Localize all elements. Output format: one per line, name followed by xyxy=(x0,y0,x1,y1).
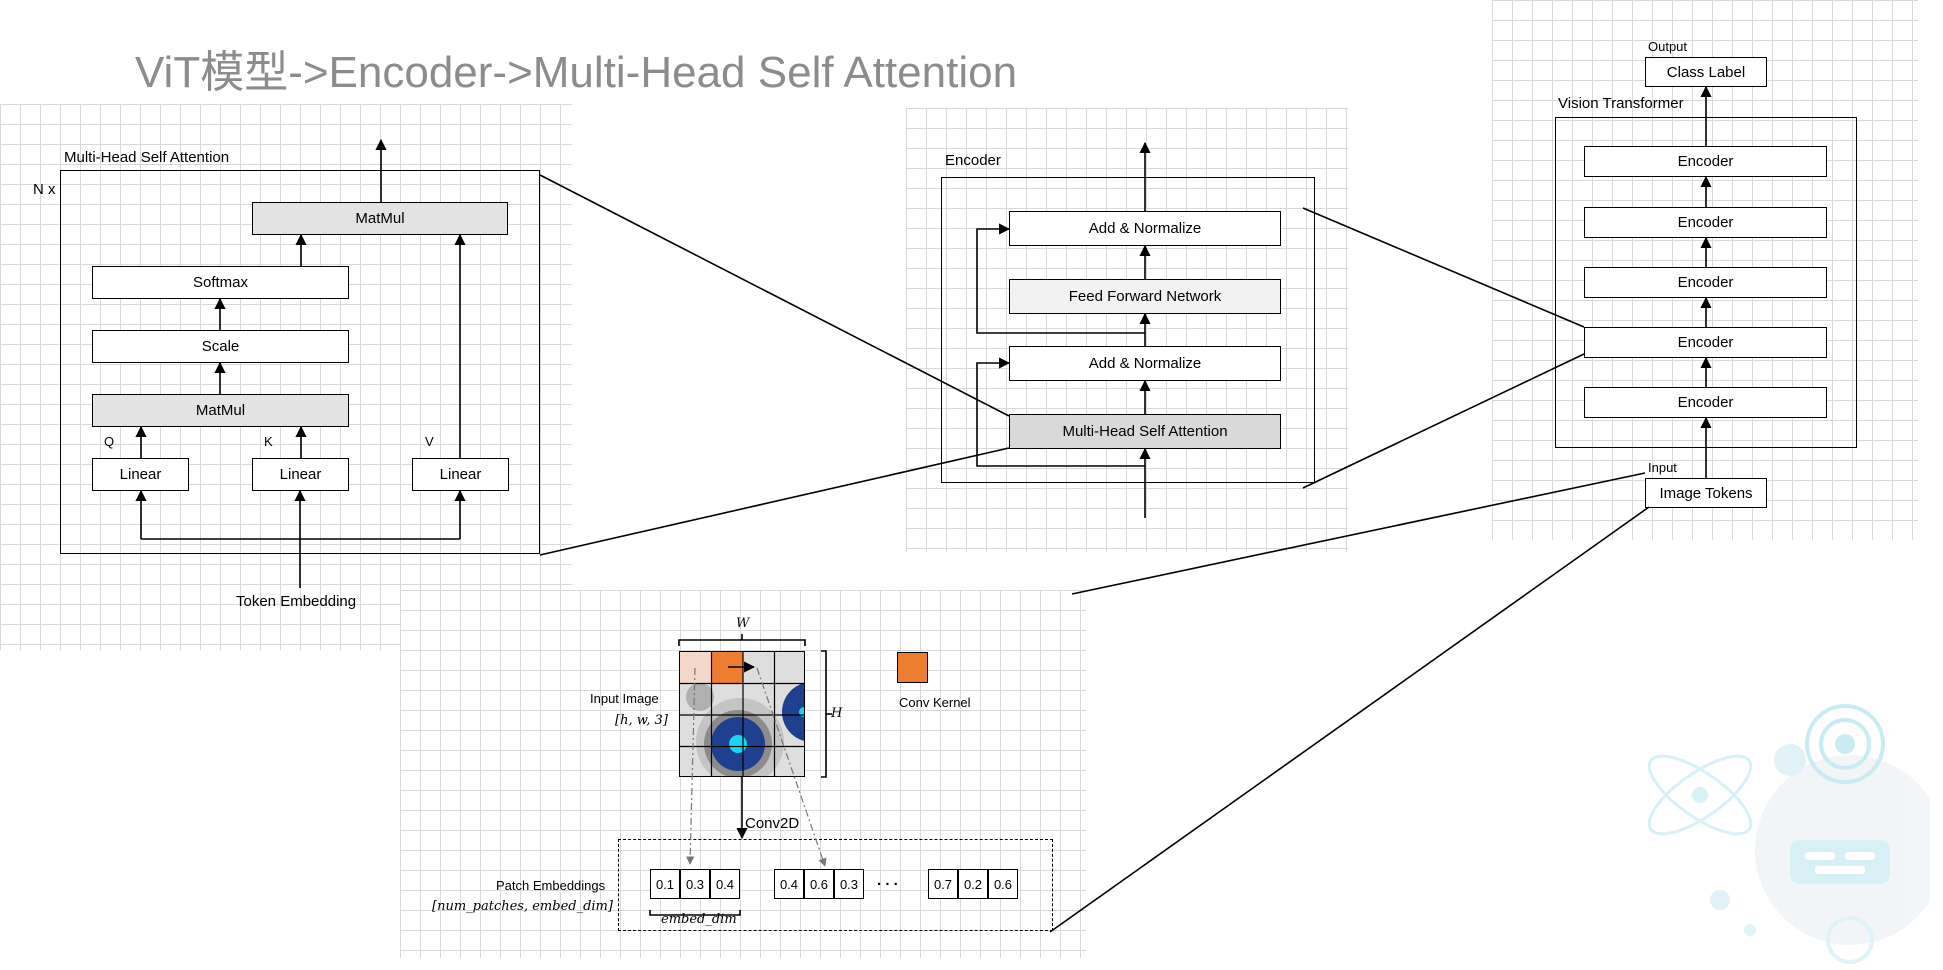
embedding-cell: 0.6 xyxy=(988,869,1018,899)
scale-box: Scale xyxy=(92,330,349,363)
embedding-cell: 0.1 xyxy=(650,869,680,899)
k-label: K xyxy=(264,434,273,449)
vit-encoder-4-box: Encoder xyxy=(1584,327,1827,358)
width-label: W xyxy=(736,616,750,631)
image-tokens-box: Image Tokens xyxy=(1645,478,1767,508)
matmul-bottom-box: MatMul xyxy=(92,394,349,427)
encoder-mhsa-box: Multi-Head Self Attention xyxy=(1009,414,1281,449)
matmul-top-box: MatMul xyxy=(252,202,508,235)
robot-watermark xyxy=(1647,704,1930,964)
embedding-cell: 0.2 xyxy=(958,869,988,899)
embedding-cell: 0.7 xyxy=(928,869,958,899)
input-shape-label: [h, w, 3] xyxy=(615,713,668,728)
height-label: H xyxy=(831,706,843,721)
output-caption: Output xyxy=(1648,39,1688,54)
mhsa-heading: Multi-Head Self Attention xyxy=(64,149,230,166)
vit-encoder-1-box: Encoder xyxy=(1584,146,1827,177)
conv2d-label: Conv2D xyxy=(745,815,800,832)
patch-embeddings-label: Patch Embeddings xyxy=(496,878,606,893)
v-label: V xyxy=(425,434,434,449)
ellipsis: . . . xyxy=(877,872,898,889)
encoder-grid-background xyxy=(906,108,1348,552)
token-embedding-label: Token Embedding xyxy=(236,593,357,610)
linear-v-box: Linear xyxy=(412,458,509,491)
conv-kernel-label: Conv Kernel xyxy=(899,695,971,710)
page-title: ViT模型->Encoder->Multi-Head Self Attentio… xyxy=(135,48,1018,97)
class-label-box: Class Label xyxy=(1645,57,1767,87)
patch-shape-label: [num_patches, embed_dim] xyxy=(432,899,613,914)
embedding-cell: 0.4 xyxy=(710,869,740,899)
encoder-frame xyxy=(941,177,1315,483)
embedding-cell: 0.4 xyxy=(774,869,804,899)
add-normalize-top-box: Add & Normalize xyxy=(1009,211,1281,246)
conv-kernel-swatch xyxy=(897,652,928,683)
embedding-cell: 0.3 xyxy=(680,869,710,899)
input-image-label: Input Image xyxy=(590,691,659,706)
linear-k-box: Linear xyxy=(252,458,349,491)
vit-heading: Vision Transformer xyxy=(1558,95,1684,112)
input-caption: Input xyxy=(1648,460,1677,475)
mhsa-grid-background xyxy=(0,104,572,650)
patch-embeddings-frame xyxy=(618,839,1053,931)
input-image xyxy=(679,651,805,777)
embedding-cell: 0.3 xyxy=(834,869,864,899)
patch-grid-background xyxy=(400,590,1086,958)
q-label: Q xyxy=(104,434,115,449)
encoder-heading: Encoder xyxy=(945,152,1001,169)
embedding-cell: 0.6 xyxy=(804,869,834,899)
mhsa-repeat-label: N x xyxy=(33,181,56,198)
